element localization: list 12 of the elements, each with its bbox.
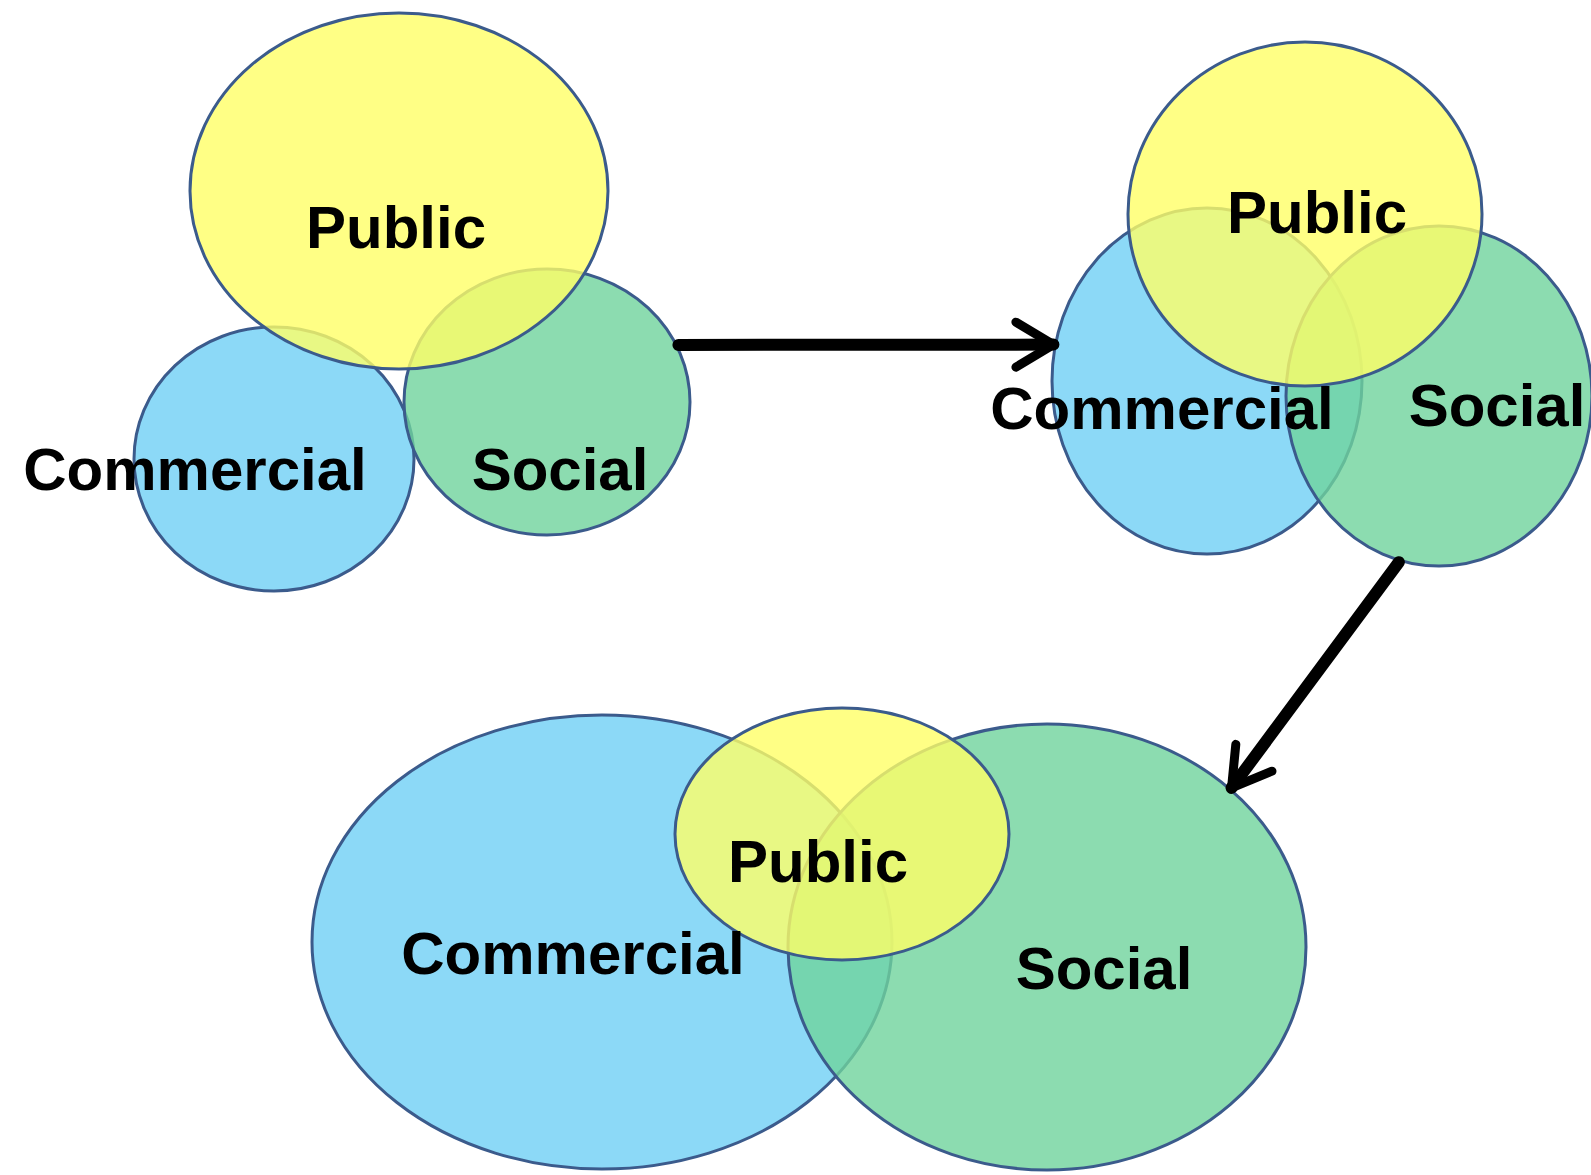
set-label: Public xyxy=(1227,181,1407,245)
set-label: Social xyxy=(471,438,649,502)
arrow xyxy=(1225,556,1405,794)
set-label: Public xyxy=(306,196,486,260)
venn-circle xyxy=(188,11,610,371)
set-label: Public xyxy=(728,830,908,894)
set-label: Commercial xyxy=(990,377,1334,441)
set-label: Commercial xyxy=(23,438,367,502)
arrow xyxy=(672,317,1060,372)
set-label: Social xyxy=(1015,937,1193,1001)
set-label: Commercial xyxy=(401,922,745,986)
set-label: Social xyxy=(1408,374,1586,438)
